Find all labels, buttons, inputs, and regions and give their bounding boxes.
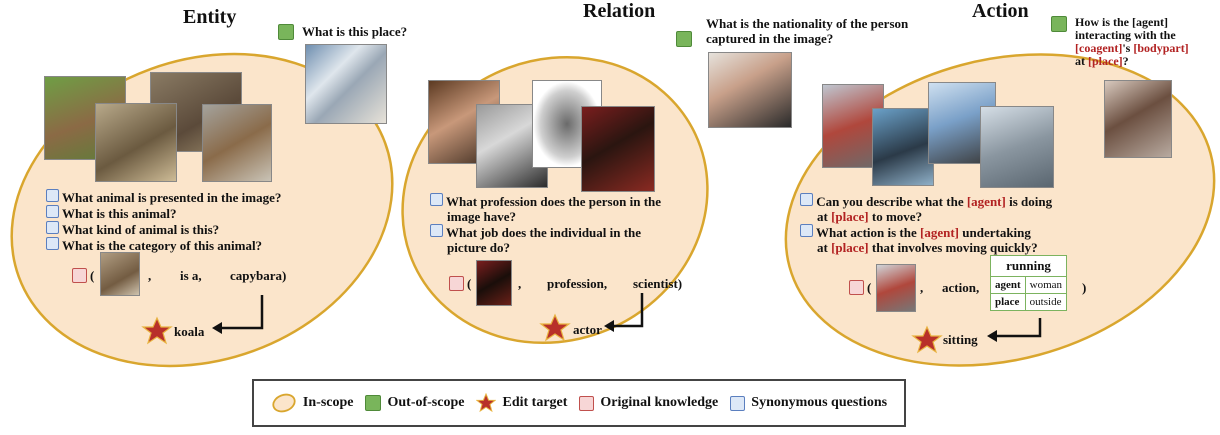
relation-out-scope-question: What is the nationality of the person ca… [706,16,909,46]
original-knowledge-square-icon [579,395,595,411]
entity-question-3: What kind of animal is this? [62,222,220,237]
entity-question-1: What animal is presented in the image? [62,190,282,205]
action-original-knowledge-icon [849,280,864,295]
relation-original-knowledge-icon [449,276,464,291]
entity-triple-object: capybara) [230,268,287,283]
entity-original-knowledge-icon [72,268,87,283]
in-scope-ellipse-icon [272,393,296,413]
relation-triple-comma: , [518,276,522,291]
running-photo-4 [980,106,1054,188]
action-edit-arrow [995,318,1042,338]
edit-target-star-icon [476,393,497,413]
synonymous-question-icon [46,189,59,202]
frame-verb: running [989,255,1068,277]
synonymous-question-icon [46,237,59,250]
entity-triple-photo [100,252,140,296]
action-edit-target-star-icon [911,325,943,354]
relation-question-1-cont: image have? [447,209,516,224]
action-triple-comma: , [920,280,924,295]
relation-triple-photo [476,260,512,306]
relation-out-scope-icon [676,31,692,47]
relation-paren-open: ( [467,276,472,291]
legend-out-scope: Out-of-scope [365,395,464,411]
synonymous-question-icon [430,193,443,206]
relation-title: Relation [583,0,656,22]
legend-edit-target-label: Edit target [502,395,568,410]
relation-triple-relation: profession, [547,276,608,291]
legend-edit-target: Edit target [476,393,567,413]
entity-question-2: What is this animal? [62,206,177,221]
legend-in-scope: In-scope [271,393,354,413]
action-title: Action [972,0,1029,22]
running-photo-2 [872,108,934,186]
relation-edit-arrow [612,293,644,328]
out-scope-square-icon [365,395,382,411]
relation-edit-target-star-icon [539,313,571,342]
entity-triple-comma: , [148,268,152,283]
entity-paren-open: ( [90,268,95,283]
legend-synonymous: Synonymous questions [730,395,887,411]
synonymous-question-icon [46,205,59,218]
relation-triple-object: scientist) [633,276,683,291]
frame-role-agent: agent [990,276,1026,294]
entity-edit-target: koala [174,324,205,339]
action-out-scope-question: How is the [agent] interacting with the … [1075,15,1189,68]
person-photo [708,52,792,128]
frame-role-place: place [990,293,1026,311]
relation-question-1: What profession does the person in the [446,194,662,209]
legend-original: Original knowledge [579,395,718,411]
entity-triple-relation: is a, [180,268,202,283]
relation-synonymous-questions: What profession does the person in the i… [430,193,661,255]
synonymous-question-icon [46,221,59,234]
legend-synonymous-label: Synonymous questions [751,395,888,410]
entity-out-scope-icon [278,24,294,40]
legend-in-scope-label: In-scope [302,395,354,410]
entity-edit-target-star-icon [141,316,173,345]
legend-original-label: Original knowledge [600,395,719,410]
action-triple-photo [876,264,916,312]
frame-value-agent: woman [1024,276,1068,294]
portrait-photo-4 [581,106,655,192]
library-photo [305,44,387,124]
entity-title: Entity [183,6,237,28]
synonymous-question-icon [800,224,813,237]
synonymous-square-icon [730,395,746,411]
capybara-photo-2 [95,103,177,182]
entity-question-4: What is the category of this animal? [62,238,263,253]
legend-out-scope-label: Out-of-scope [387,395,465,410]
action-synonymous-questions: Can you describe what the [agent] is doi… [800,193,1052,255]
synonymous-question-icon [430,224,443,237]
entity-edit-arrow [220,295,264,330]
interaction-photo [1104,80,1172,158]
capybara-photo-4 [202,104,272,182]
relation-edit-target: actor [573,322,602,337]
relation-question-2-cont: picture do? [447,240,510,255]
legend: In-scope Out-of-scope Edit target Origin… [252,379,906,427]
entity-synonymous-questions: What animal is presented in the image? W… [46,189,281,253]
synonymous-question-icon [800,193,813,206]
entity-out-scope-question: What is this place? [302,24,408,39]
action-out-scope-icon [1051,16,1067,32]
action-triple-relation: action, [942,280,980,295]
action-paren-open: ( [867,280,872,295]
relation-question-2: What job does the individual in the [446,225,642,240]
frame-value-place: outside [1024,293,1068,311]
action-triple-close: ) [1082,280,1087,295]
action-edit-target: sitting [943,332,978,347]
